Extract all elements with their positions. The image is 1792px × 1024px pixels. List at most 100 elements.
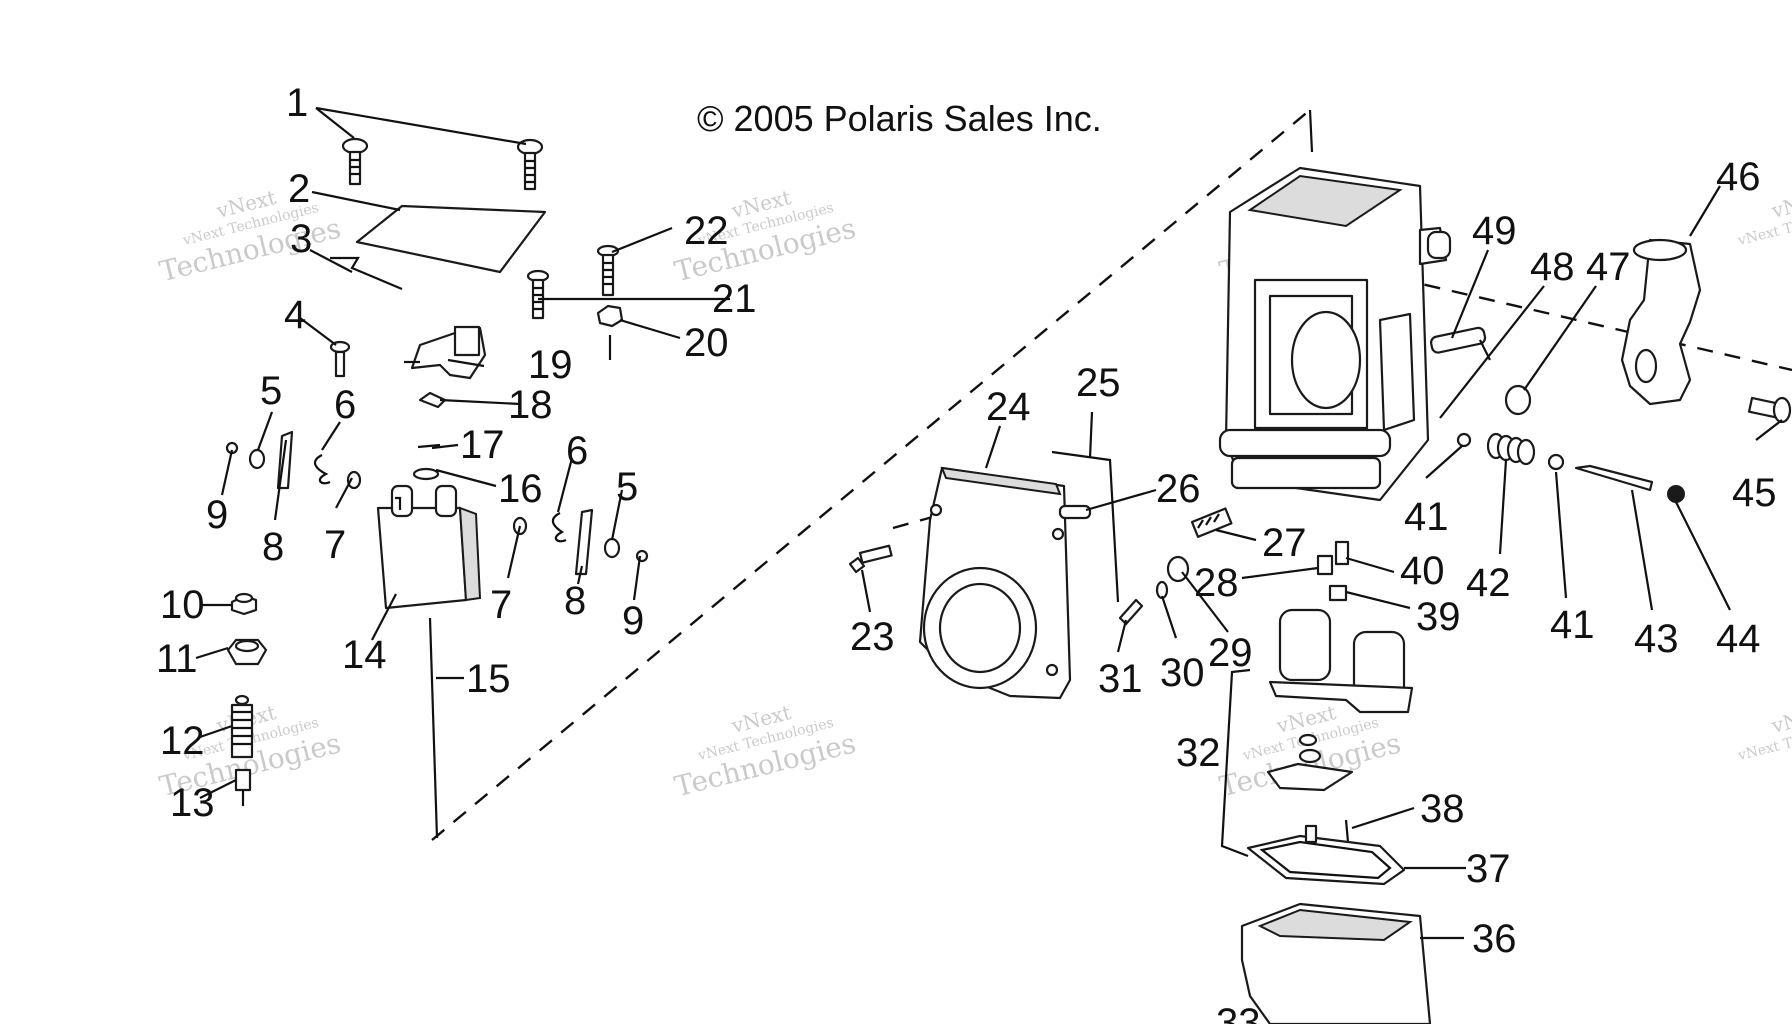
callout-27: 27 — [1262, 521, 1307, 565]
gasket-part-25 — [1051, 450, 1120, 603]
leader-lines — [195, 106, 1783, 940]
callout-7: 7 — [324, 523, 346, 567]
needle-seat — [1266, 733, 1354, 792]
cap-part-10 — [230, 592, 258, 616]
screw-part-4 — [329, 340, 351, 378]
callout-32: 32 — [1176, 731, 1221, 775]
callout-33: 33 — [1216, 1001, 1261, 1024]
screw-part-21 — [526, 269, 550, 320]
screw-part-22 — [596, 244, 620, 297]
callout-48: 48 — [1530, 245, 1575, 289]
dashed-guide-line — [1369, 270, 1792, 372]
callout-6b: 6 — [566, 429, 588, 473]
spring-clip-part-6a — [313, 454, 331, 485]
callout-49: 49 — [1472, 209, 1517, 253]
cover-plate-part-2 — [355, 204, 547, 274]
callout-26: 26 — [1156, 467, 1201, 511]
callout-47: 47 — [1586, 245, 1631, 289]
callout-41a: 41 — [1404, 495, 1449, 539]
copyright-text: © 2005 Polaris Sales Inc. — [697, 98, 1102, 139]
washer-part-41b — [1547, 453, 1565, 471]
callout-39: 39 — [1416, 595, 1461, 639]
callout-42: 42 — [1466, 561, 1511, 605]
callout-3: 3 — [290, 217, 312, 261]
callout-16: 16 — [498, 467, 543, 511]
callout-21: 21 — [712, 277, 757, 321]
callout-37: 37 — [1466, 847, 1511, 891]
oring-part-16 — [412, 467, 440, 481]
watermark: vNext vNext Technologies — [1736, 700, 1792, 764]
callout-9: 9 — [206, 493, 228, 537]
washer-part-7a — [346, 470, 362, 490]
nut-part-5a — [248, 448, 266, 470]
needle-part-15 — [428, 617, 439, 839]
carb-body — [1218, 166, 1452, 502]
float-part-32 — [1268, 608, 1414, 714]
guide-end — [1308, 109, 1314, 153]
callout-45: 45 — [1732, 471, 1777, 515]
screw-part-1a — [341, 137, 369, 186]
needle-part-43 — [1574, 464, 1654, 492]
callout-29: 29 — [1208, 631, 1253, 675]
callout-11: 11 — [156, 637, 198, 681]
callout-5b: 5 — [616, 465, 638, 509]
nut-part-11 — [226, 638, 268, 666]
callout-13: 13 — [170, 781, 215, 825]
callout-labels: 1 2 3 4 5 6 9 8 7 10 11 12 13 14 15 16 1… — [156, 81, 1777, 1024]
callout-23: 23 — [850, 615, 895, 659]
nut-part-5b — [603, 537, 621, 559]
callout-22: 22 — [684, 209, 729, 253]
dashed-guide-line — [431, 109, 1311, 841]
oring-part-30 — [1155, 580, 1169, 600]
watermark: vNext vNext Technologies Technologies — [156, 185, 344, 288]
screw-part-1b — [516, 138, 544, 191]
middle-assembly — [848, 450, 1350, 700]
spring-part-27 — [1190, 507, 1233, 538]
callout-46: 46 — [1716, 155, 1761, 199]
callout-38: 38 — [1420, 787, 1465, 831]
jet-part-40 — [1334, 540, 1350, 566]
svg-text:vNext: vNext — [1768, 700, 1792, 738]
callout-14: 14 — [342, 633, 387, 677]
bracket-part-19 — [404, 325, 487, 380]
callout-8: 8 — [262, 525, 284, 569]
float-bowl-part-36 — [1240, 902, 1432, 1024]
callout-1: 1 — [286, 81, 308, 125]
float-part-14 — [376, 484, 482, 610]
callout-2: 2 — [288, 167, 310, 211]
jet-part-13 — [234, 768, 252, 806]
washer-part-41a — [1456, 432, 1472, 448]
screw-part-31 — [1118, 598, 1144, 626]
clip-part-3 — [330, 256, 403, 291]
callout-17: 17 — [460, 423, 505, 467]
cap-part-44 — [1667, 485, 1685, 503]
callout-25: 25 — [1076, 361, 1121, 405]
callout-12: 12 — [160, 719, 205, 763]
callout-6: 6 — [334, 383, 356, 427]
bolt-part-23 — [848, 544, 893, 574]
group-bracket — [1220, 668, 1251, 858]
spring-clip-part-6b — [551, 512, 567, 543]
choke-part-49 — [1430, 326, 1491, 361]
pin-part-17 — [417, 443, 441, 449]
plug-part-47 — [1504, 384, 1532, 416]
callout-44: 44 — [1716, 617, 1761, 661]
nut-part-20 — [596, 304, 624, 360]
callout-31: 31 — [1098, 657, 1143, 701]
callout-18: 18 — [508, 383, 553, 427]
callout-30: 30 — [1160, 651, 1205, 695]
callout-10: 10 — [160, 583, 205, 627]
callout-4: 4 — [284, 293, 306, 337]
callout-5: 5 — [260, 369, 282, 413]
callout-43: 43 — [1634, 617, 1679, 661]
screw-part-45 — [1747, 396, 1792, 424]
callout-9b: 9 — [622, 599, 644, 643]
callout-8b: 8 — [564, 579, 586, 623]
right-assembly — [1218, 166, 1792, 1024]
callout-40: 40 — [1400, 549, 1445, 593]
callout-20: 20 — [684, 321, 729, 365]
watermark: vNext vNext Technologies Technologies — [671, 700, 859, 803]
callout-15: 15 — [466, 657, 511, 701]
screw-part-38 — [1344, 819, 1350, 843]
